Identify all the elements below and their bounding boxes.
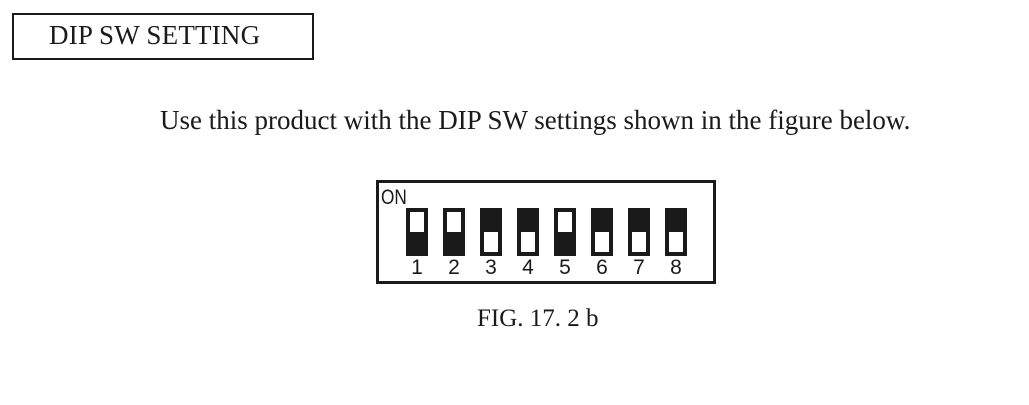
intro-paragraph: Use this product with the DIP SW setting… — [160, 105, 911, 135]
dip-switch-5 — [554, 208, 576, 256]
dip-switch-5-knob — [558, 212, 572, 232]
dip-switch-2 — [443, 208, 465, 256]
dip-switch-3-knob — [484, 232, 498, 252]
dip-switch-6-knob — [595, 232, 609, 252]
on-label: ON — [381, 186, 407, 209]
dip-switch-2-knob — [447, 212, 461, 232]
dip-switch-8-number: 8 — [670, 256, 682, 279]
dip-switch-8 — [665, 208, 687, 256]
dip-switch-2-number: 2 — [448, 256, 460, 279]
dip-switch-1-knob — [410, 212, 424, 232]
dip-switch-7-number: 7 — [633, 256, 645, 279]
figure-caption: FIG. 17. 2 b — [477, 305, 599, 332]
dip-switch-4-knob — [521, 232, 535, 252]
dip-switch-7 — [628, 208, 650, 256]
dip-switch-6 — [591, 208, 613, 256]
dip-switch-4-number: 4 — [522, 256, 534, 279]
dip-switch-1 — [406, 208, 428, 256]
dip-switch-4 — [517, 208, 539, 256]
dip-switch-3 — [480, 208, 502, 256]
dip-switch-figure: ON 1 2 3 4 5 6 7 8 — [376, 180, 716, 284]
dip-switch-1-number: 1 — [411, 256, 423, 279]
dip-switch-7-knob — [632, 232, 646, 252]
section-title: DIP SW SETTING — [49, 20, 261, 50]
dip-switch-5-number: 5 — [559, 256, 571, 279]
dip-switch-6-number: 6 — [596, 256, 608, 279]
dip-switch-8-knob — [669, 232, 683, 252]
dip-switch-3-number: 3 — [485, 256, 497, 279]
section-title-box: DIP SW SETTING — [12, 13, 314, 60]
